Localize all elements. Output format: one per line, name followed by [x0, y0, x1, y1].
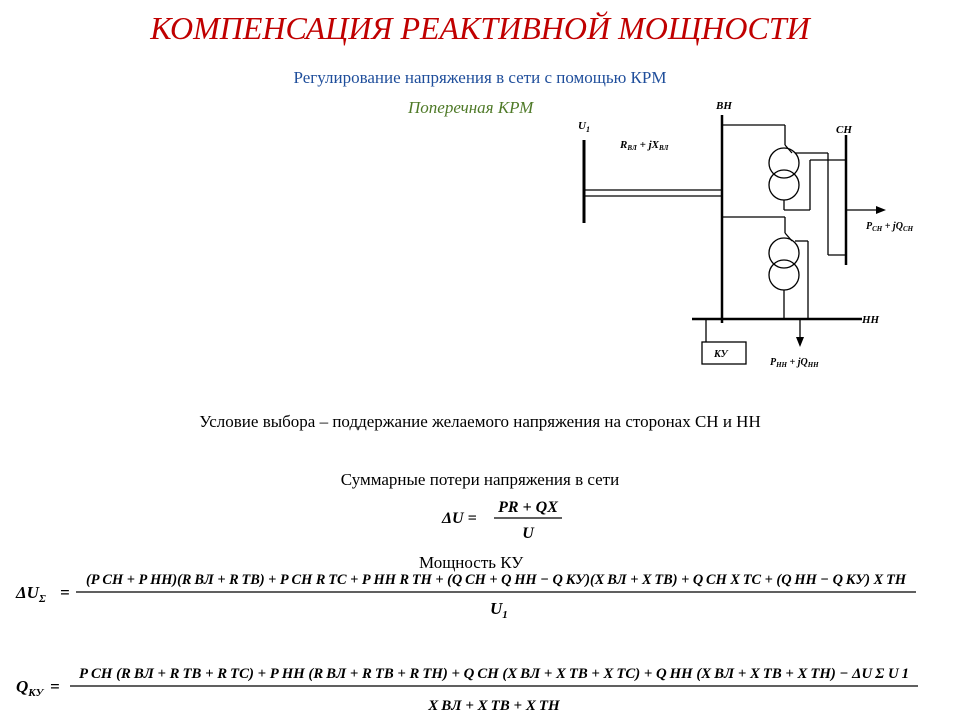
circuit-diagram: U1 RВЛ + jXВЛ ВН СН НН PСН + jQСН PНН + …: [578, 100, 914, 369]
total-loss-denominator: U1: [490, 599, 508, 621]
line-impedance-label: RВЛ + jXВЛ: [619, 139, 669, 152]
total-loss-formula: ΔUΣ = (P СН + P НН)(R ВЛ + R ТВ) + P СН …: [15, 572, 916, 621]
upper-transformer-winding-2: [768, 169, 800, 201]
selection-condition: Условие выбора – поддержание желаемого н…: [199, 412, 761, 431]
qku-numerator: P СН (R ВЛ + R ТВ + R ТС) + P НН (R ВЛ +…: [79, 666, 909, 682]
slide-subtitle: Регулирование напряжения в сети с помощь…: [293, 68, 667, 87]
compensator-power-formula: QКУ = P СН (R ВЛ + R ТВ + R ТС) + P НН (…: [16, 666, 918, 714]
ku-label: КУ: [713, 349, 729, 360]
vn-label: ВН: [715, 100, 732, 112]
nn-label: НН: [861, 314, 880, 326]
losses-label: Суммарные потери напряжения в сети: [340, 470, 620, 489]
qku-eq: =: [50, 677, 60, 696]
lower-transformer-winding-1: [768, 237, 800, 269]
voltage-loss-formula: ΔU = PR + QX U: [441, 499, 562, 542]
u1-label: U1: [578, 120, 590, 134]
slide-title: КОМПЕНСАЦИЯ РЕАКТИВНОЙ МОЩНОСТИ: [150, 10, 810, 46]
load-nn-label: PНН + jQНН: [770, 357, 819, 369]
load-sn-label: PСН + jQСН: [866, 221, 914, 233]
compensator-box: [701, 341, 747, 365]
section-label: Поперечная КРМ: [408, 98, 534, 117]
simple-formula-numerator: PR + QX: [497, 499, 558, 516]
lower-transformer-winding-2: [768, 259, 800, 291]
sn-label: СН: [836, 124, 852, 136]
simple-formula-lhs: ΔU =: [441, 510, 477, 527]
qku-lhs: QКУ: [16, 677, 45, 699]
total-loss-eq: =: [60, 583, 70, 602]
qku-denominator: X ВЛ + X ТВ + X ТН: [427, 698, 561, 714]
total-loss-lhs: ΔUΣ: [15, 583, 46, 605]
simple-formula-denominator: U: [522, 525, 535, 542]
total-loss-numerator: (P СН + P НН)(R ВЛ + R ТВ) + P СН R ТС +…: [86, 572, 907, 588]
upper-transformer-winding-1: [768, 147, 800, 179]
compensator-power-label: Мощность КУ: [419, 553, 524, 572]
